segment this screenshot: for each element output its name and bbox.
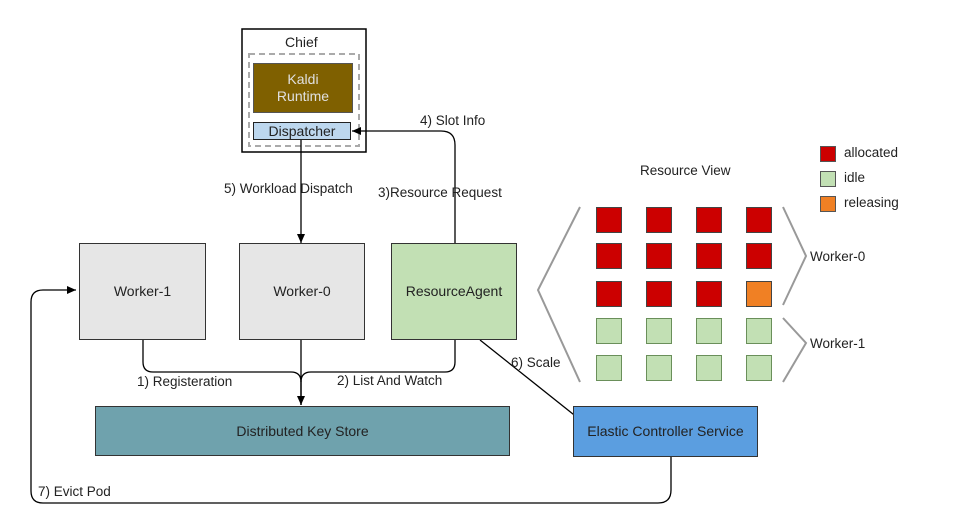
worker-1-node: Worker-1 bbox=[79, 243, 206, 340]
worker-1-label: Worker-1 bbox=[113, 283, 172, 299]
resource-cell-allocated bbox=[646, 243, 672, 269]
legend-label-allocated: allocated bbox=[844, 145, 899, 160]
worker-0-label: Worker-0 bbox=[273, 283, 331, 299]
resource-view-left-bracket bbox=[536, 206, 581, 383]
edge-label-list-and-watch: 2) List And Watch bbox=[337, 373, 443, 388]
resource-cell-idle bbox=[646, 318, 672, 344]
resource-cell-idle bbox=[596, 355, 622, 381]
resource-view-title: Resource View bbox=[640, 163, 731, 178]
resource-cell-allocated bbox=[596, 281, 622, 307]
resource-cell-allocated bbox=[746, 207, 772, 233]
resource-agent-node: ResourceAgent bbox=[391, 243, 517, 340]
dispatcher-label: Dispatcher bbox=[268, 122, 336, 139]
resource-cell-allocated bbox=[646, 207, 672, 233]
edge-label-scale: 6) Scale bbox=[511, 355, 561, 370]
chief-title: Chief bbox=[285, 34, 318, 50]
resource-cell-idle bbox=[696, 318, 722, 344]
edge-label-resource-request: 3)Resource Request bbox=[378, 185, 502, 200]
group-label-worker-1: Worker-1 bbox=[810, 336, 866, 351]
dispatcher-box: Dispatcher bbox=[253, 122, 351, 140]
kaldi-runtime-box: Kaldi Runtime bbox=[253, 63, 353, 113]
legend-label-releasing: releasing bbox=[844, 195, 899, 210]
key-store-node: Distributed Key Store bbox=[95, 406, 510, 456]
edge-label-workload-dispatch: 5) Workload Dispatch bbox=[224, 181, 353, 196]
resource-cell-idle bbox=[596, 318, 622, 344]
worker-0-node: Worker-0 bbox=[239, 243, 365, 340]
group-label-worker-0: Worker-0 bbox=[810, 249, 866, 264]
kaldi-runtime-label: Kaldi Runtime bbox=[276, 71, 330, 104]
resource-cell-allocated bbox=[646, 281, 672, 307]
resource-cell-releasing bbox=[746, 281, 772, 307]
worker1-right-bracket bbox=[782, 317, 808, 383]
edge-slot-info bbox=[352, 127, 459, 252]
edge-scale bbox=[479, 339, 589, 427]
chief-inner-dashed bbox=[248, 53, 360, 147]
edge-evict-pod bbox=[30, 286, 672, 504]
edge-label-registeration: 1) Registeration bbox=[137, 374, 233, 389]
elastic-controller-node: Elastic Controller Service bbox=[573, 406, 758, 457]
resource-cell-allocated bbox=[596, 243, 622, 269]
resource-cell-idle bbox=[746, 355, 772, 381]
legend-swatch-allocated bbox=[820, 146, 836, 162]
legend-swatch-releasing bbox=[820, 196, 836, 212]
edge-registeration bbox=[142, 340, 305, 405]
resource-cell-allocated bbox=[696, 281, 722, 307]
resource-cell-idle bbox=[746, 318, 772, 344]
edge-label-evict-pod: 7) Evict Pod bbox=[38, 484, 111, 499]
legend-label-idle: idle bbox=[844, 170, 866, 185]
resource-cell-allocated bbox=[696, 207, 722, 233]
edge-label-slot-info: 4) Slot Info bbox=[420, 113, 486, 128]
key-store-label: Distributed Key Store bbox=[236, 422, 369, 439]
resource-agent-label: ResourceAgent bbox=[405, 283, 503, 299]
worker0-right-bracket bbox=[782, 206, 808, 306]
edge-list-and-watch bbox=[300, 340, 456, 383]
resource-cell-idle bbox=[696, 355, 722, 381]
legend-swatch-idle bbox=[820, 171, 836, 187]
resource-cell-allocated bbox=[596, 207, 622, 233]
resource-cell-allocated bbox=[746, 243, 772, 269]
elastic-controller-label: Elastic Controller Service bbox=[587, 423, 744, 439]
resource-cell-allocated bbox=[696, 243, 722, 269]
resource-cell-idle bbox=[646, 355, 672, 381]
